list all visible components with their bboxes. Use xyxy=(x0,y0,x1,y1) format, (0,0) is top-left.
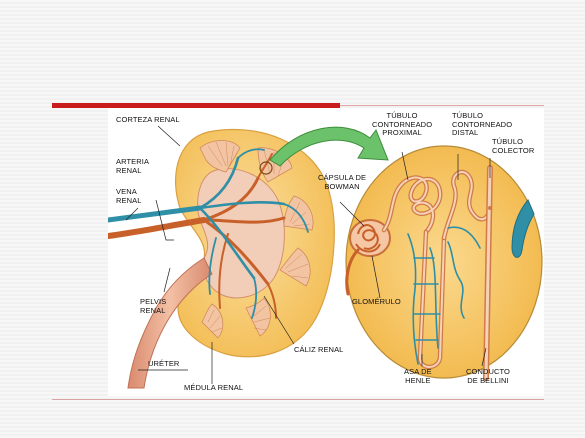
footer-divider xyxy=(52,399,544,400)
label-capsula-bowman: CÁPSULA DE BOWMAN xyxy=(318,174,366,191)
label-ureter: URÉTER xyxy=(148,360,179,369)
label-tubulo-distal: TÚBULO CONTORNEADO DISTAL xyxy=(452,112,512,138)
label-caliz-renal: CÁLIZ RENAL xyxy=(294,346,343,355)
nephron-illustration xyxy=(346,146,542,378)
label-glomerulo: GLOMÉRULO xyxy=(352,298,401,307)
label-medula-renal: MÉDULA RENAL xyxy=(184,384,243,393)
label-vena-renal: VENA RENAL xyxy=(116,188,142,205)
label-tubulo-proximal: TÚBULO CONTORNEADO PROXIMAL xyxy=(372,112,432,138)
label-pelvis-renal: PELVIS RENAL xyxy=(140,298,166,315)
label-conducto-bellini: CONDUCTO DE BELLINI xyxy=(466,368,510,385)
label-arteria-renal: ARTERIA RENAL xyxy=(116,158,149,175)
title-accent-line xyxy=(340,105,544,106)
collecting-duct xyxy=(486,168,490,378)
kidney-nephron-diagram: CORTEZA RENAL ARTERIA RENAL VENA RENAL P… xyxy=(108,108,544,396)
label-tubulo-colector: TÚBULO COLECTOR xyxy=(492,138,534,155)
label-corteza-renal: CORTEZA RENAL xyxy=(116,116,180,125)
label-asa-henle: ASA DE HENLE xyxy=(404,368,432,385)
